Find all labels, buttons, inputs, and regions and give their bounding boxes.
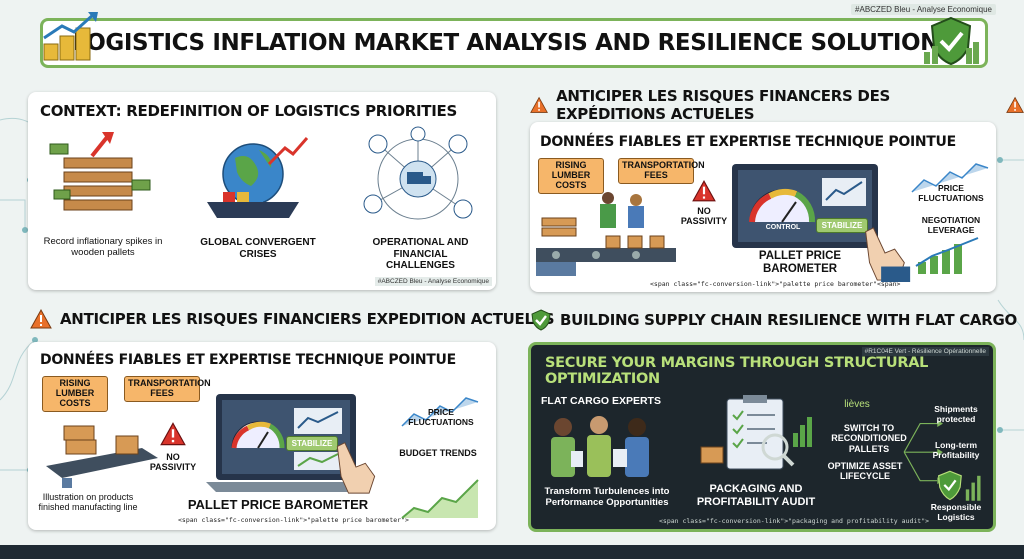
- anticiper-top-heading-text: ANTICIPER LES RISQUES FINANCERS DES EXPÉ…: [556, 87, 891, 123]
- barometer-label: PALLET PRICE BAROMETER: [187, 497, 369, 512]
- context-card: CONTEXT: REDEFINITION OF LOGISTICS PRIOR…: [28, 92, 496, 290]
- control-label: CONTROL: [765, 224, 801, 231]
- trend-chart-icon: [911, 163, 989, 193]
- context-tag: #ABCZED Bleu - Analyse Economique: [374, 277, 492, 286]
- audit-clipboard-icon: [700, 395, 812, 470]
- resilience-heading: BUILDING SUPPLY CHAIN RESILIENCE WITH FL…: [530, 309, 1017, 331]
- context-item-pallets: Record inflationary spikes in wooden pal…: [43, 236, 163, 258]
- stabilize-button[interactable]: STABILIZE: [816, 218, 868, 233]
- anticiper-top-card: DONNÉES FIABLES ET EXPERTISE TECHNIQUE P…: [530, 122, 996, 292]
- anticiper-bottom-card: DONNÉES FIABLES ET EXPERTISE TECHNIQUE P…: [28, 342, 496, 530]
- top-tag: #ABCZED Bleu - Analyse Economique: [851, 4, 996, 15]
- longterm-profitability-label: Long-term Profitability: [932, 440, 980, 460]
- illustration-label: Illustration on products finished manufa…: [38, 492, 138, 513]
- switch-pallets-label: SWITCH TO RECONDITIONED PALLETS: [831, 423, 907, 454]
- experts-team-icon: [551, 416, 649, 477]
- shield-check-icon: [924, 16, 979, 66]
- transport-fees-label: TRANSPORTATION FEES: [124, 376, 211, 402]
- barometer-code: <span class="fc-conversion-link">"palett…: [178, 516, 409, 524]
- rising-lumber-label: RISING LUMBER COSTS: [42, 376, 108, 412]
- negotiation-leverage-label: NEGOTIATION LEVERAGE: [921, 215, 981, 235]
- price-fluctuations-label: PRICE FLUCTUATIONS: [918, 183, 984, 203]
- levers-label: lièves: [844, 399, 870, 410]
- anticiper-bottom-heading-text: ANTICIPER LES RISQUES FINANCIERS EXPEDIT…: [60, 310, 555, 328]
- footer-bar: [0, 545, 1024, 559]
- warning-icon: [692, 180, 716, 202]
- pallets-icon: [49, 132, 151, 211]
- trend-chart-icon: [401, 397, 479, 427]
- title-banner: LOGISTICS INFLATION MARKET ANALYSIS AND …: [40, 18, 988, 68]
- network-truck-icon: [363, 126, 473, 220]
- conveyor-workers-icon: [536, 192, 676, 276]
- resilience-card: #R1C04E Vert - Résilience Opérationnelle…: [528, 342, 996, 532]
- responsible-logistics-label: Responsible Logistics: [930, 502, 982, 522]
- flat-cargo-experts-label: FLAT CARGO EXPERTS: [541, 395, 661, 407]
- warning-icon: [530, 96, 548, 113]
- context-item-crises: GLOBAL CONVERGENT CRISES: [200, 237, 316, 260]
- bar-growth-icon: [915, 237, 979, 274]
- warning-icon: [1006, 96, 1024, 113]
- conveyor-boxes-icon: [46, 425, 158, 488]
- warning-icon: [160, 422, 186, 446]
- growth-area-icon: [401, 479, 479, 519]
- anticiper-top-heading: ANTICIPER LES RISQUES FINANCERS DES EXPÉ…: [530, 87, 1024, 123]
- transform-label: Transform Turbulences into Performance O…: [544, 486, 670, 508]
- resilience-tag: #R1C04E Vert - Résilience Opérationnelle: [861, 347, 989, 356]
- budget-trends-label: BUDGET TRENDS: [399, 448, 477, 458]
- anticiper-bottom-card-heading: DONNÉES FIABLES ET EXPERTISE TECHNIQUE P…: [40, 352, 456, 368]
- context-heading: CONTEXT: REDEFINITION OF LOGISTICS PRIOR…: [40, 102, 457, 120]
- barometer-code: <span class="fc-conversion-link">"palett…: [650, 280, 901, 288]
- shield-check-icon: [531, 309, 551, 331]
- barometer-label: PALLET PRICE BAROMETER: [758, 250, 842, 276]
- price-fluctuations-label: PRICE FLUCTUATIONS: [408, 407, 474, 427]
- no-passivity-label: NO PASSIVITY: [680, 206, 728, 227]
- resilience-title: SECURE YOUR MARGINS THROUGH STRUCTURAL O…: [545, 355, 929, 387]
- no-passivity-label: NO PASSIVITY: [149, 452, 197, 473]
- audit-label: PACKAGING AND PROFITABILITY AUDIT: [696, 483, 816, 508]
- pointing-hand-icon: [336, 442, 376, 494]
- shield-check-icon: [937, 470, 981, 501]
- dashboard-screen-icon: [732, 164, 878, 248]
- rising-lumber-label: RISING LUMBER COSTS: [538, 158, 604, 194]
- optimize-lifecycle-label: OPTIMIZE ASSET LIFECYCLE: [827, 461, 903, 482]
- context-item-challenges: OPERATIONAL AND FINANCIAL CHALLENGES: [372, 237, 469, 271]
- page-title: LOGISTICS INFLATION MARKET ANALYSIS AND …: [72, 30, 956, 56]
- pointing-hand-icon: [865, 227, 911, 282]
- anticiper-top-card-heading: DONNÉES FIABLES ET EXPERTISE TECHNIQUE P…: [540, 134, 956, 150]
- coin-growth-icon: [43, 12, 98, 61]
- globe-crisis-icon: [207, 137, 309, 218]
- shipments-protected-label: Shipments protected: [934, 404, 978, 424]
- audit-code: <span class="fc-conversion-link">"packag…: [659, 517, 930, 525]
- resilience-heading-text: BUILDING SUPPLY CHAIN RESILIENCE WITH FL…: [560, 311, 1017, 329]
- warning-icon: [30, 309, 52, 329]
- transport-fees-label: TRANSPORTATION FEES: [618, 158, 705, 184]
- anticiper-bottom-heading: ANTICIPER LES RISQUES FINANCIERS EXPEDIT…: [30, 309, 555, 329]
- stabilize-button[interactable]: STABILIZE: [286, 436, 338, 451]
